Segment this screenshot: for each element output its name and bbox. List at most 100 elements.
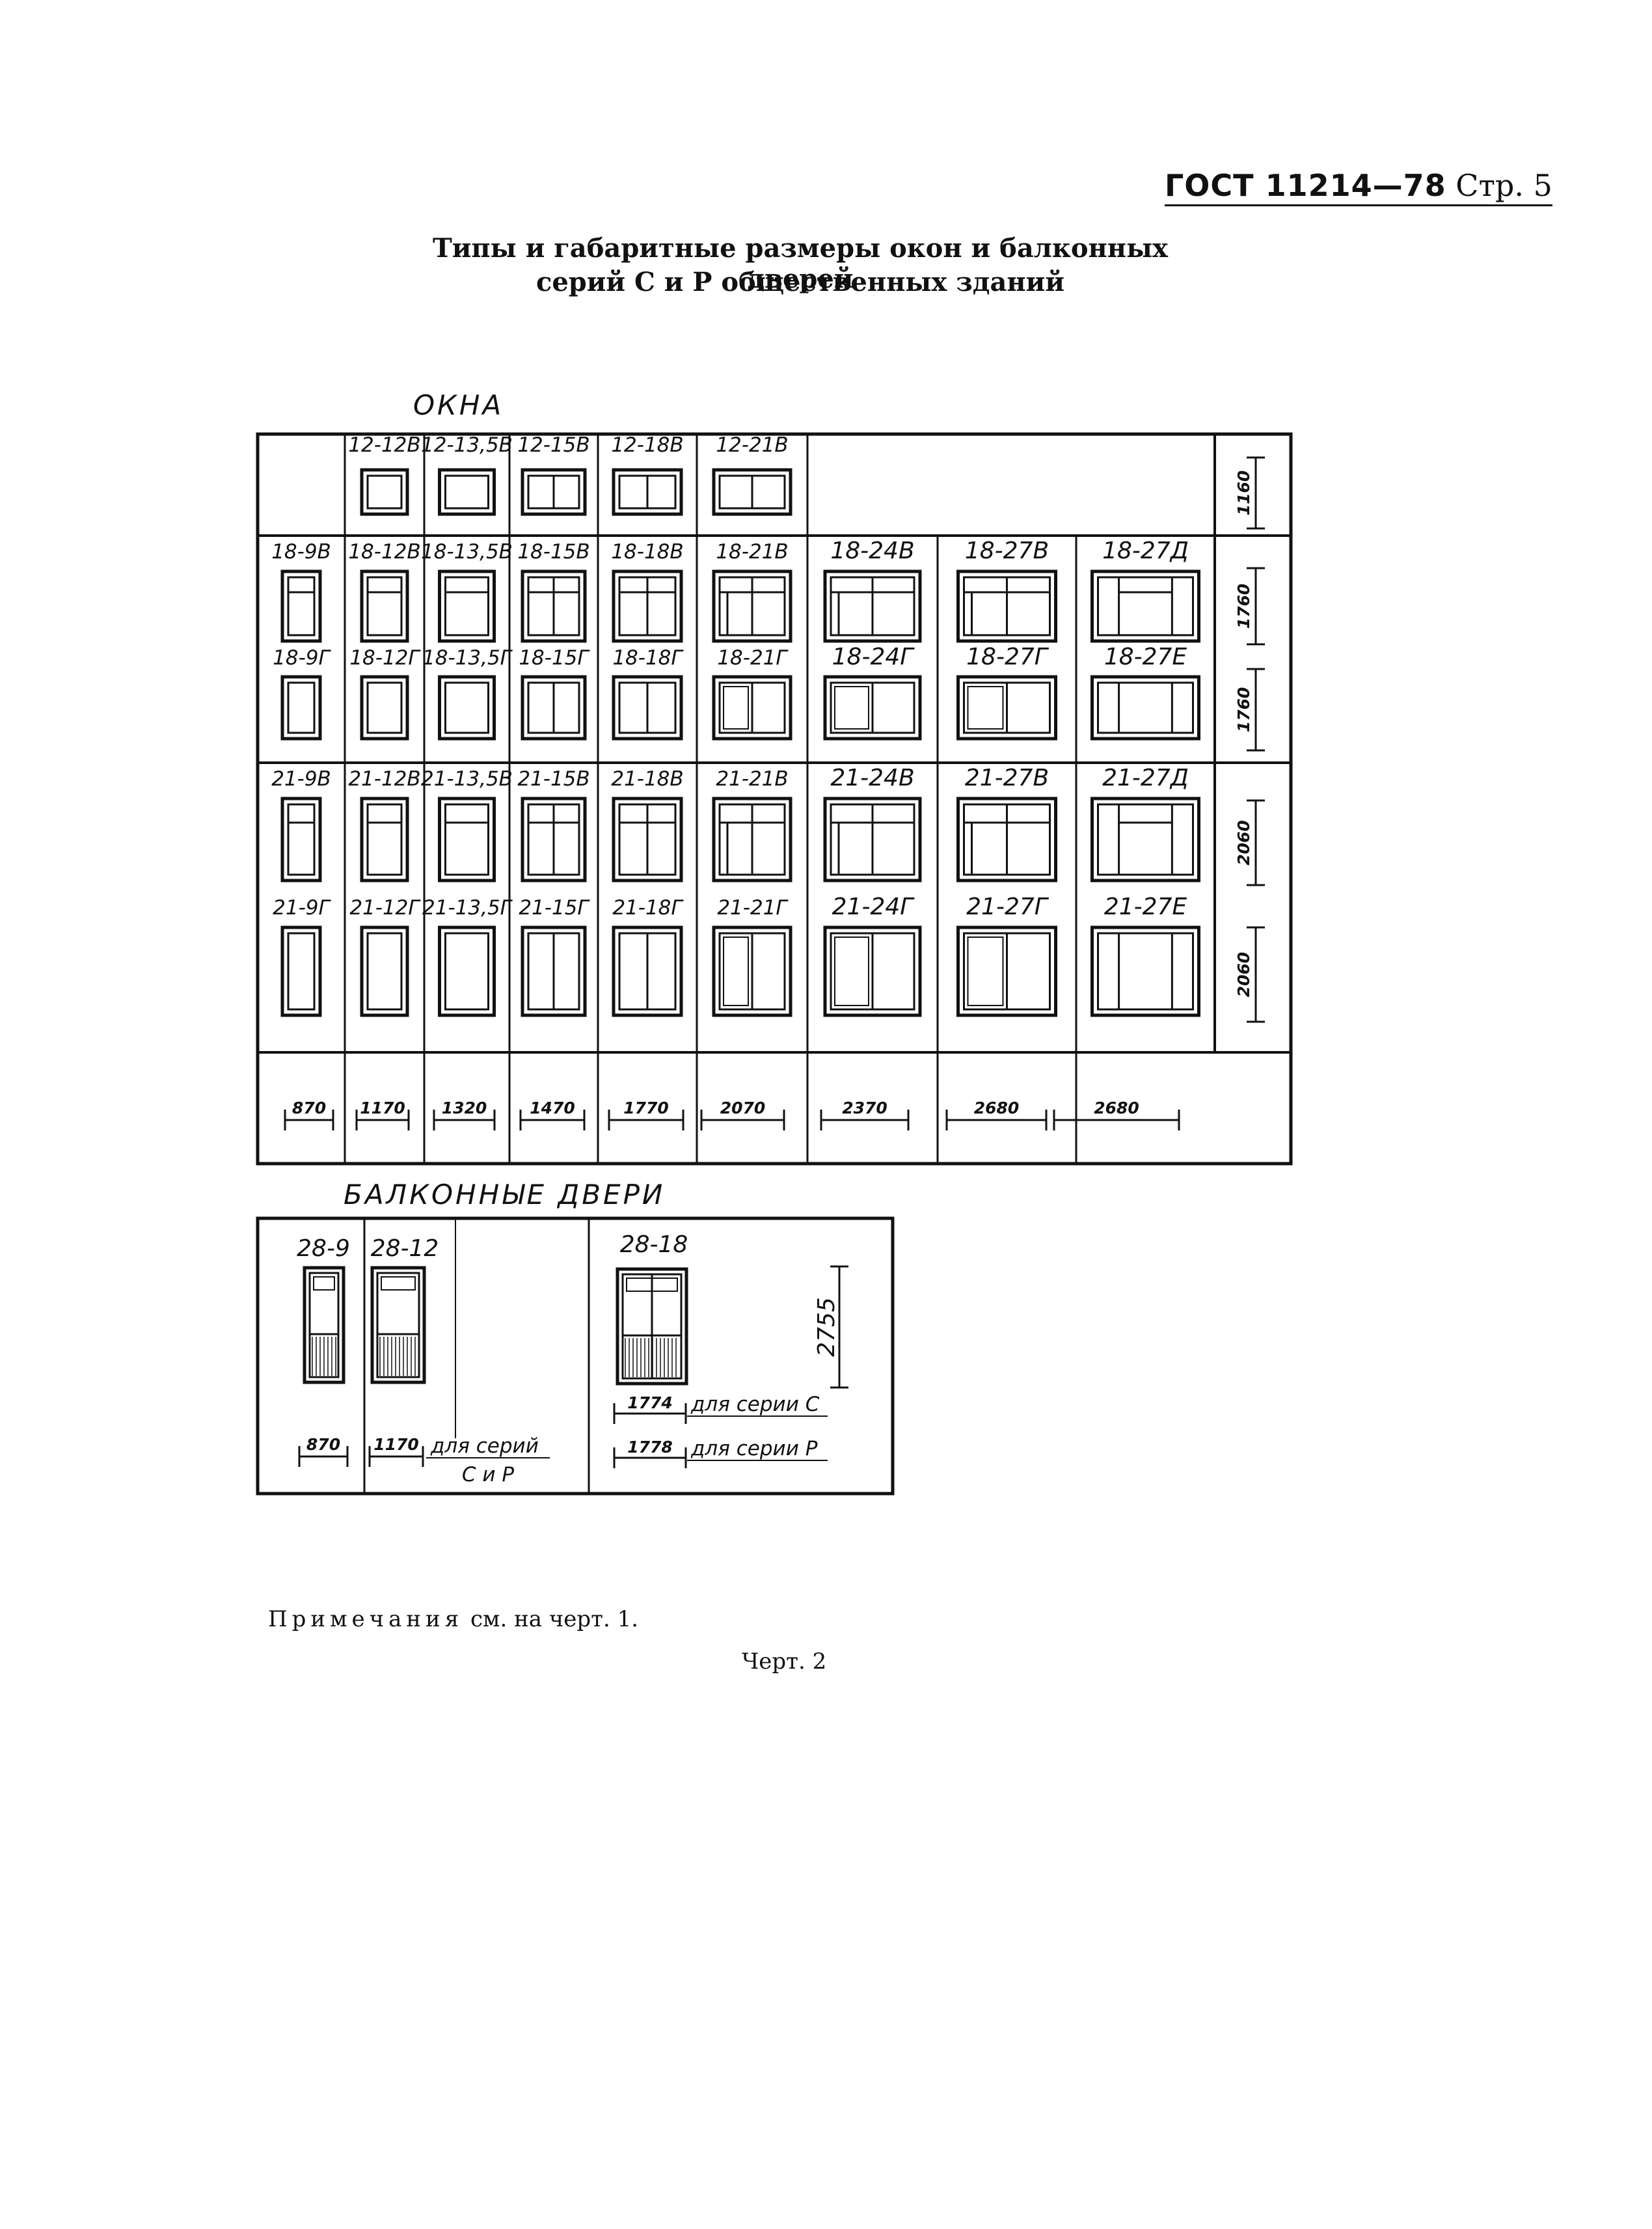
- window-type-label: 18-12В: [348, 540, 420, 564]
- window-frame: [612, 675, 683, 741]
- width-value: 1770: [623, 1099, 669, 1117]
- window-sash: [967, 686, 1004, 730]
- window-type-label: 21-27В: [965, 765, 1049, 791]
- window-frame: [360, 569, 409, 643]
- window-type-cell: 21-21Г: [712, 896, 792, 1017]
- window-type-cell: 18-27Г: [956, 644, 1057, 741]
- door-frame: [616, 1267, 688, 1386]
- window-sash: [723, 937, 749, 1006]
- window-type-label: 18-27В: [965, 538, 1049, 564]
- window-inner-frame: [1097, 932, 1194, 1011]
- window-frame: [712, 797, 792, 882]
- window-frame: [823, 797, 922, 882]
- window-frame: [823, 675, 922, 741]
- height-value: 1760: [1234, 687, 1253, 733]
- standard-code: ГОСТ 11214—78: [1165, 168, 1446, 203]
- window-frame: [956, 925, 1057, 1017]
- width-value: 1320: [442, 1099, 487, 1117]
- window-frame: [1090, 569, 1200, 643]
- width-dimension: 870: [298, 1435, 349, 1467]
- window-type-cell: 21-12Г: [349, 896, 421, 1017]
- window-type-label: 18-9Г: [273, 646, 331, 670]
- window-frame: [712, 468, 792, 516]
- window-type-cell: 21-27Г: [956, 894, 1057, 1017]
- window-frame: [280, 925, 322, 1017]
- window-type-label: 18-21Г: [717, 646, 789, 670]
- height-value: 2755: [813, 1297, 840, 1357]
- window-frame: [1090, 925, 1200, 1017]
- window-type-cell: 18-9В: [271, 540, 331, 643]
- window-type-cell: 12-15В: [517, 433, 590, 516]
- window-type-label: 18-27Е: [1104, 644, 1187, 670]
- doors-table-border: [256, 1216, 895, 1496]
- width-dimension: 1770: [608, 1099, 684, 1130]
- width-value: 2680: [974, 1099, 1020, 1117]
- window-frame: [360, 675, 409, 741]
- height-dimension: 2755: [813, 1265, 848, 1389]
- window-type-label: 21-13,5В: [421, 767, 513, 791]
- notes-heading: Примечания: [268, 1606, 464, 1632]
- window-type-cell: 21-18Г: [612, 896, 684, 1017]
- window-type-cell: 21-27В: [956, 765, 1057, 882]
- window-type-cell: 21-9Г: [273, 896, 332, 1017]
- window-inner-frame: [444, 681, 489, 734]
- window-type-label: 18-27Г: [966, 644, 1049, 670]
- window-frame: [360, 797, 409, 882]
- height-dimension: 2060: [1234, 926, 1265, 1023]
- window-type-label: 21-15В: [517, 767, 589, 791]
- door-frame: [370, 1266, 426, 1384]
- window-type-label: 18-24В: [830, 538, 914, 564]
- window-inner-frame: [366, 932, 403, 1011]
- door-transom-light: [381, 1276, 416, 1291]
- width-dimension: 2680: [945, 1099, 1048, 1130]
- window-type-label: 18-13,5В: [421, 540, 513, 564]
- window-inner-frame: [444, 932, 489, 1011]
- window-type-label: 21-15Г: [519, 896, 590, 920]
- page-header: ГОСТ 11214—78 Стр. 5: [1165, 168, 1552, 206]
- width-value: 2370: [842, 1099, 887, 1117]
- window-frame: [712, 569, 792, 643]
- page-number: Стр. 5: [1456, 168, 1552, 203]
- width-value: 870: [306, 1435, 340, 1454]
- width-note: для серии Р: [690, 1437, 818, 1460]
- width-value: 1470: [530, 1099, 575, 1117]
- notes: Примечания см. на черт. 1.: [268, 1606, 638, 1632]
- window-type-cell: 18-13,5Г: [422, 646, 513, 741]
- width-dimension: 1170: [355, 1099, 410, 1130]
- window-type-cell: 18-21Г: [712, 646, 792, 741]
- width-dimension: 1170: [368, 1435, 424, 1467]
- window-inner-frame: [444, 803, 489, 876]
- window-type-label: 21-27Г: [966, 894, 1049, 920]
- window-frame: [360, 468, 409, 516]
- width-dimension: 2070: [700, 1099, 785, 1130]
- height-value: 2060: [1234, 952, 1253, 998]
- window-type-label: 21-13,5Г: [422, 896, 513, 920]
- window-inner-frame: [1097, 681, 1194, 734]
- window-inner-frame: [366, 681, 403, 734]
- window-type-cell: 18-12В: [348, 540, 421, 643]
- window-type-cell: 18-13,5В: [421, 540, 513, 643]
- window-sash: [834, 937, 869, 1006]
- window-type-cell: 21-27Д: [1090, 765, 1200, 882]
- window-type-cell: 12-21В: [712, 433, 792, 516]
- window-type-label: 21-24В: [830, 765, 914, 791]
- window-type-cell: 18-18В: [611, 540, 684, 643]
- figure-caption: Черт. 2: [742, 1648, 827, 1675]
- window-type-label: 21-9Г: [273, 896, 331, 920]
- window-type-cell: 21-27Е: [1090, 894, 1200, 1017]
- window-type-label: 18-15Г: [519, 646, 590, 670]
- window-frame: [280, 569, 322, 643]
- window-type-cell: 18-15В: [517, 540, 590, 643]
- window-type-cell: 21-13,5В: [421, 767, 513, 882]
- title-line-1: Типы и габаритные размеры окон и балконн…: [432, 233, 1169, 294]
- windows-table: [256, 432, 1293, 1166]
- width-value: 870: [292, 1099, 326, 1117]
- windows-table-border: [256, 432, 1293, 1166]
- width-value: 1170: [373, 1435, 419, 1454]
- width-value: 1170: [360, 1099, 405, 1117]
- window-inner-frame: [444, 474, 489, 510]
- window-type-cell: 12-18В: [611, 433, 684, 516]
